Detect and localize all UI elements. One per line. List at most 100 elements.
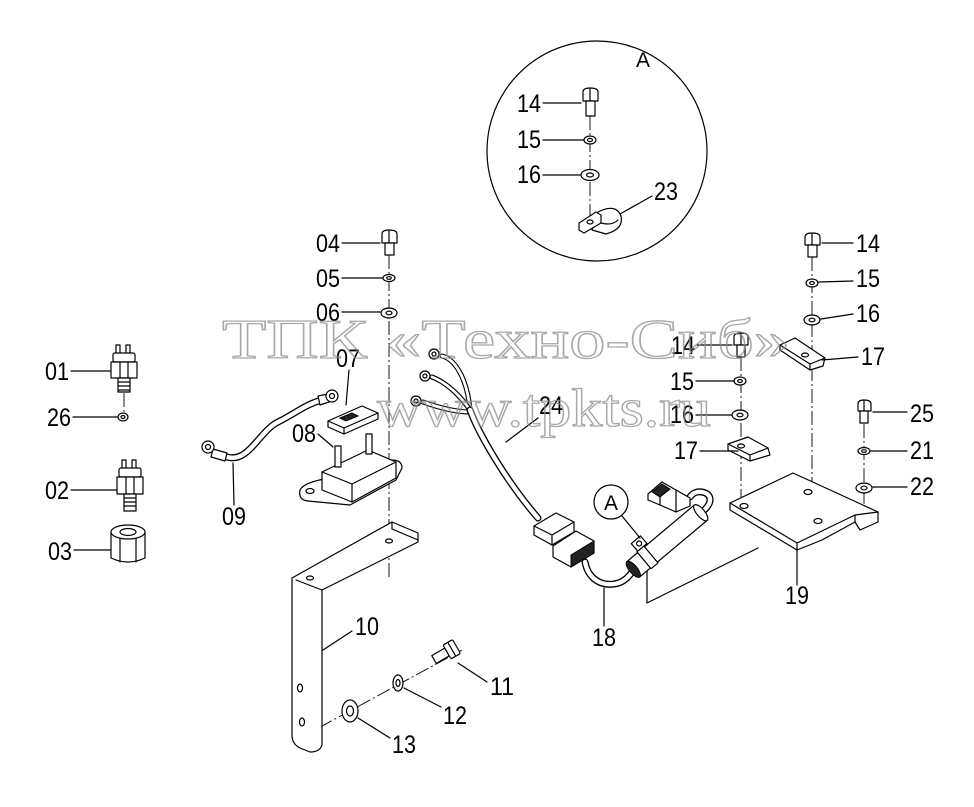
clamp-hole (635, 540, 643, 547)
callout-14-center: 14 (671, 332, 695, 360)
part-02-sensor (116, 459, 144, 512)
callout-06: 06 (316, 299, 340, 327)
clamp-hole (586, 219, 594, 225)
block-mount-hole (305, 487, 315, 495)
part-24-harness (410, 348, 595, 568)
washer-hole (860, 485, 868, 491)
detail-washer-16 (580, 168, 600, 182)
part-14-bolt-center (733, 332, 749, 358)
bolt-shank (859, 410, 869, 424)
washer-hole (736, 412, 744, 418)
part-15-washer-center (733, 376, 747, 386)
leader-line (322, 630, 353, 651)
detail-view-a (486, 40, 708, 262)
bracket-fold (295, 521, 419, 591)
callout-26: 26 (47, 404, 71, 432)
plate-hole (803, 488, 813, 496)
part-05-washer (382, 273, 396, 283)
clip-hole (800, 352, 810, 358)
leader-line (457, 662, 488, 683)
leader-line (403, 687, 442, 708)
nut-bore (119, 527, 137, 537)
sensor-thread-lines (123, 497, 137, 507)
callout-15-right: 15 (856, 265, 880, 293)
clip-edge (727, 443, 769, 462)
watermark: ТПК «Техно-Сиб» www.tpkts.ru (221, 308, 790, 438)
detail-circle (486, 40, 708, 262)
fuse-cylinder (625, 504, 709, 578)
sensor-hex (110, 361, 138, 379)
harness-wire-fill (430, 375, 472, 412)
detail-bolt-14 (582, 87, 599, 117)
watermark-url: www.tpkts.ru (377, 378, 711, 438)
part-07-connector (327, 405, 379, 435)
part-18-fuse-holder (581, 481, 714, 588)
axis-line-bracket-bolt (299, 649, 463, 739)
washer-hole (586, 137, 594, 143)
detail-marker-circle (593, 484, 629, 520)
leader-line (357, 717, 391, 739)
part-19-plate (729, 472, 879, 551)
bracket-hole (298, 717, 306, 727)
plate-outline (729, 472, 879, 551)
connector-body (327, 405, 379, 435)
leader-line (820, 313, 854, 320)
callout-07: 07 (336, 345, 360, 373)
callout-03: 03 (48, 538, 72, 566)
detail-marker-a: A (593, 484, 629, 520)
ring-terminal-hole (204, 443, 212, 451)
bracket-hole (305, 575, 315, 581)
part-08-block (299, 433, 403, 506)
callout-14-right: 14 (856, 230, 880, 258)
ring-terminal-hole (413, 398, 419, 404)
part-09-cable (201, 389, 339, 462)
block-stud (365, 433, 373, 455)
leader-line (619, 195, 653, 215)
leader-line (345, 369, 350, 406)
fuse-connector (647, 481, 691, 513)
leader-line (818, 280, 854, 283)
callout-19: 19 (785, 582, 809, 610)
part-11-bolt (431, 639, 461, 664)
part-16-washer-center (731, 409, 749, 421)
block-edges (321, 461, 397, 503)
washer-hole (385, 310, 393, 316)
leader-line (317, 433, 334, 448)
part-25-bolt (857, 399, 872, 424)
bracket-hole (296, 683, 304, 693)
sensor-cap (112, 352, 136, 363)
ring-terminal-hole (431, 351, 437, 357)
sensor-hex (116, 476, 144, 495)
callout-01: 01 (45, 358, 69, 386)
callout-labels: A 14 15 16 23 04 05 06 07 08 09 01 26 02… (45, 49, 934, 759)
washer-hole (345, 705, 355, 717)
part-12-washer (392, 674, 404, 692)
part-17-clip-center (727, 436, 771, 462)
ring-terminal-hole (328, 392, 336, 400)
bracket-outline (291, 521, 419, 753)
callout-24: 24 (539, 392, 563, 420)
callout-23: 23 (654, 178, 678, 206)
sensor-thread-lines (117, 381, 131, 391)
callout-12: 12 (443, 702, 467, 730)
part-26-washer (117, 412, 129, 422)
part-13-washer (341, 699, 359, 723)
callout-05: 05 (316, 265, 340, 293)
clip-hole (736, 443, 746, 449)
callout-04: 04 (316, 230, 340, 258)
leader-lines (70, 102, 908, 739)
callout-17-center: 17 (674, 437, 698, 465)
part-21-washer (857, 446, 871, 456)
fuse-connector-pins (651, 483, 671, 498)
bolt-facet (447, 641, 457, 657)
callout-22: 22 (910, 473, 934, 501)
detail-view-title: A (636, 49, 650, 72)
part-14-bolt-right (804, 232, 821, 258)
part-17-clip-right (779, 337, 826, 371)
bolt-shank (384, 242, 395, 256)
detail-washer-15 (583, 135, 597, 145)
washer-hole (395, 678, 401, 688)
block-stud (334, 445, 342, 468)
part-01-sensor (110, 344, 138, 393)
part-04-bolt (381, 229, 398, 256)
